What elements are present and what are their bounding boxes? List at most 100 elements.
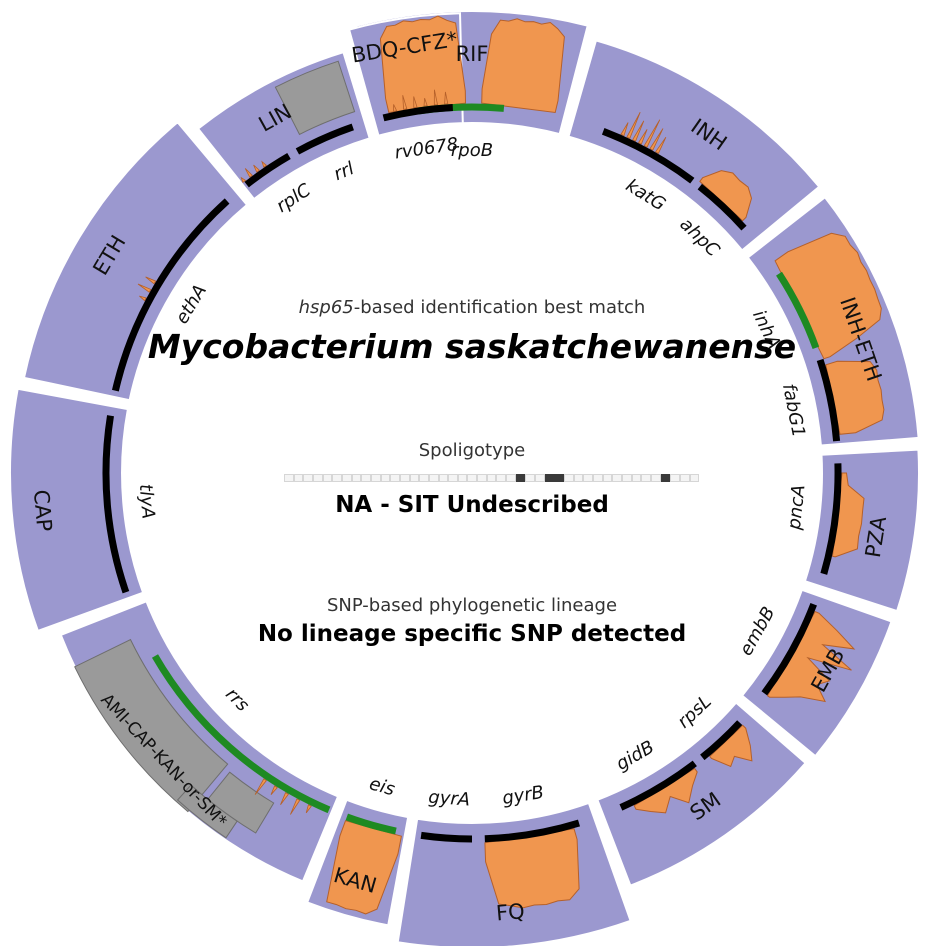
coverage-spike: [423, 97, 428, 107]
spoligotype-spacer: [573, 474, 584, 482]
coverage-area: [774, 232, 882, 360]
coverage-spike: [290, 798, 301, 815]
spoligotype-spacer: [621, 474, 632, 482]
lineage-title: SNP-based phylogenetic lineage: [326, 595, 618, 616]
gene-arc-gyrb: [484, 819, 581, 843]
gene-label-rplc: rplC: [273, 179, 315, 217]
drug-segment-eth: [22, 120, 249, 402]
spoligotype-spacer: [370, 474, 381, 482]
spoligotype-spacer: [535, 474, 545, 482]
gene-label-gyrb: gyrB: [501, 782, 546, 809]
coverage-spike: [280, 792, 289, 805]
coverage-spike: [240, 176, 247, 184]
gene-arc-embb: [761, 602, 817, 696]
spoligotype-spacer: [593, 474, 603, 482]
gene-arc-pnca: [820, 463, 842, 575]
gene-label-tlya: tlyA: [135, 483, 159, 520]
gene-arc-katg: [601, 128, 695, 184]
coverage-spike: [649, 128, 664, 151]
gene-label-rrs: rrs: [221, 684, 253, 716]
coverage-spike: [626, 112, 641, 139]
coverage-spike: [254, 778, 267, 795]
no-coverage-region: [274, 60, 356, 136]
spoligotype-spacer: [612, 474, 622, 482]
spoligotype-spacer: [448, 474, 458, 482]
no-coverage-region: [74, 638, 229, 813]
gene-arc-etha: [111, 198, 230, 392]
coverage-spike: [270, 785, 278, 795]
drug-segment-sm: [596, 701, 808, 887]
spoligotype-spacer: [679, 474, 690, 482]
spoligotype-spacer: [506, 474, 516, 482]
spoligotype-spacer: [496, 474, 507, 482]
gene-label-rpob: rpoB: [451, 140, 493, 161]
spoligotype-spacer: [322, 474, 333, 482]
gene-arc-ahpc: [697, 183, 747, 231]
spoligotype-result: NA - SIT Undescribed: [335, 492, 609, 518]
spoligotype-spacer: [312, 474, 323, 482]
coverage-area: [633, 767, 698, 814]
coverage-spike: [393, 104, 398, 112]
coverage-area: [484, 828, 580, 909]
coverage-spike: [305, 804, 312, 814]
coverage-spike: [632, 120, 645, 142]
gene-label-katg: katG: [622, 175, 669, 215]
spoligotype-pattern-bar: [284, 474, 700, 482]
coverage-spike: [253, 164, 260, 173]
coverage-spike: [261, 160, 268, 168]
gene-arc-fabg1: [816, 358, 841, 442]
spoligotype-spacer: [544, 474, 555, 482]
coverage-area: [481, 18, 565, 114]
coverage-spike: [444, 91, 449, 105]
spoligotype-spacer: [554, 474, 565, 482]
gene-label-gyra: gyrA: [428, 787, 471, 811]
gene-label-gidb: gidB: [613, 737, 658, 775]
spoligotype-spacer: [525, 474, 536, 482]
coverage-area: [825, 360, 885, 435]
gene-label-pnca: pncA: [784, 484, 810, 532]
spoligotype-spacer: [457, 474, 468, 482]
spoligotype-spacer: [351, 474, 362, 482]
coverage-area: [699, 170, 753, 222]
spoligotype-spacer: [689, 474, 700, 482]
spoligotype-spacer: [515, 474, 526, 482]
gene-arc-tlya: [102, 415, 130, 594]
gene-arc-rrs: [151, 654, 331, 814]
spoligotype-spacer: [419, 474, 429, 482]
spoligotype-title: Spoligotype: [418, 440, 526, 461]
spoligotype-spacer: [641, 474, 651, 482]
spoligotype-spacer: [303, 474, 313, 482]
spoligotype-spacer: [670, 474, 680, 482]
coverage-area: [709, 724, 753, 768]
spoligotype-spacer: [583, 474, 593, 482]
gene-arc-gyra: [420, 831, 473, 843]
spoligotype-spacer: [361, 474, 371, 482]
gene-arc-rplc: [244, 152, 291, 188]
coverage-area: [326, 820, 402, 915]
coverage-spike: [137, 283, 152, 293]
drug-segment-inh: [567, 39, 821, 252]
lineage-result: No lineage specific SNP detected: [257, 621, 687, 647]
coverage-spike: [433, 89, 438, 106]
spoligotype-spacer: [409, 474, 420, 482]
spoligotype-spacer: [660, 474, 671, 482]
gene-label-rv0678: rv0678: [393, 134, 459, 164]
hsp65-gene-name: hsp65: [298, 297, 354, 318]
drug-label-fq: FQ: [495, 899, 526, 925]
drug-label-cap: CAP: [29, 489, 57, 533]
gene-label-rpsl: rpsL: [674, 691, 716, 732]
coverage-spike: [643, 119, 661, 148]
spoligotype-spacer: [477, 474, 487, 482]
drug-segment-pza: [803, 448, 920, 613]
coverage-spike: [402, 95, 408, 110]
coverage-area: [766, 610, 856, 703]
gene-arc-rrl: [295, 123, 354, 155]
hsp65-identification-label: hsp65-based identification best match: [0, 297, 944, 318]
spoligotype-spacer: [467, 474, 478, 482]
gene-arc-rv0678: [382, 104, 453, 122]
gene-arc-eis: [345, 813, 397, 835]
spoligotype-spacer: [399, 474, 410, 482]
gene-arc-inha: [776, 271, 820, 349]
no-coverage-region: [176, 784, 238, 839]
